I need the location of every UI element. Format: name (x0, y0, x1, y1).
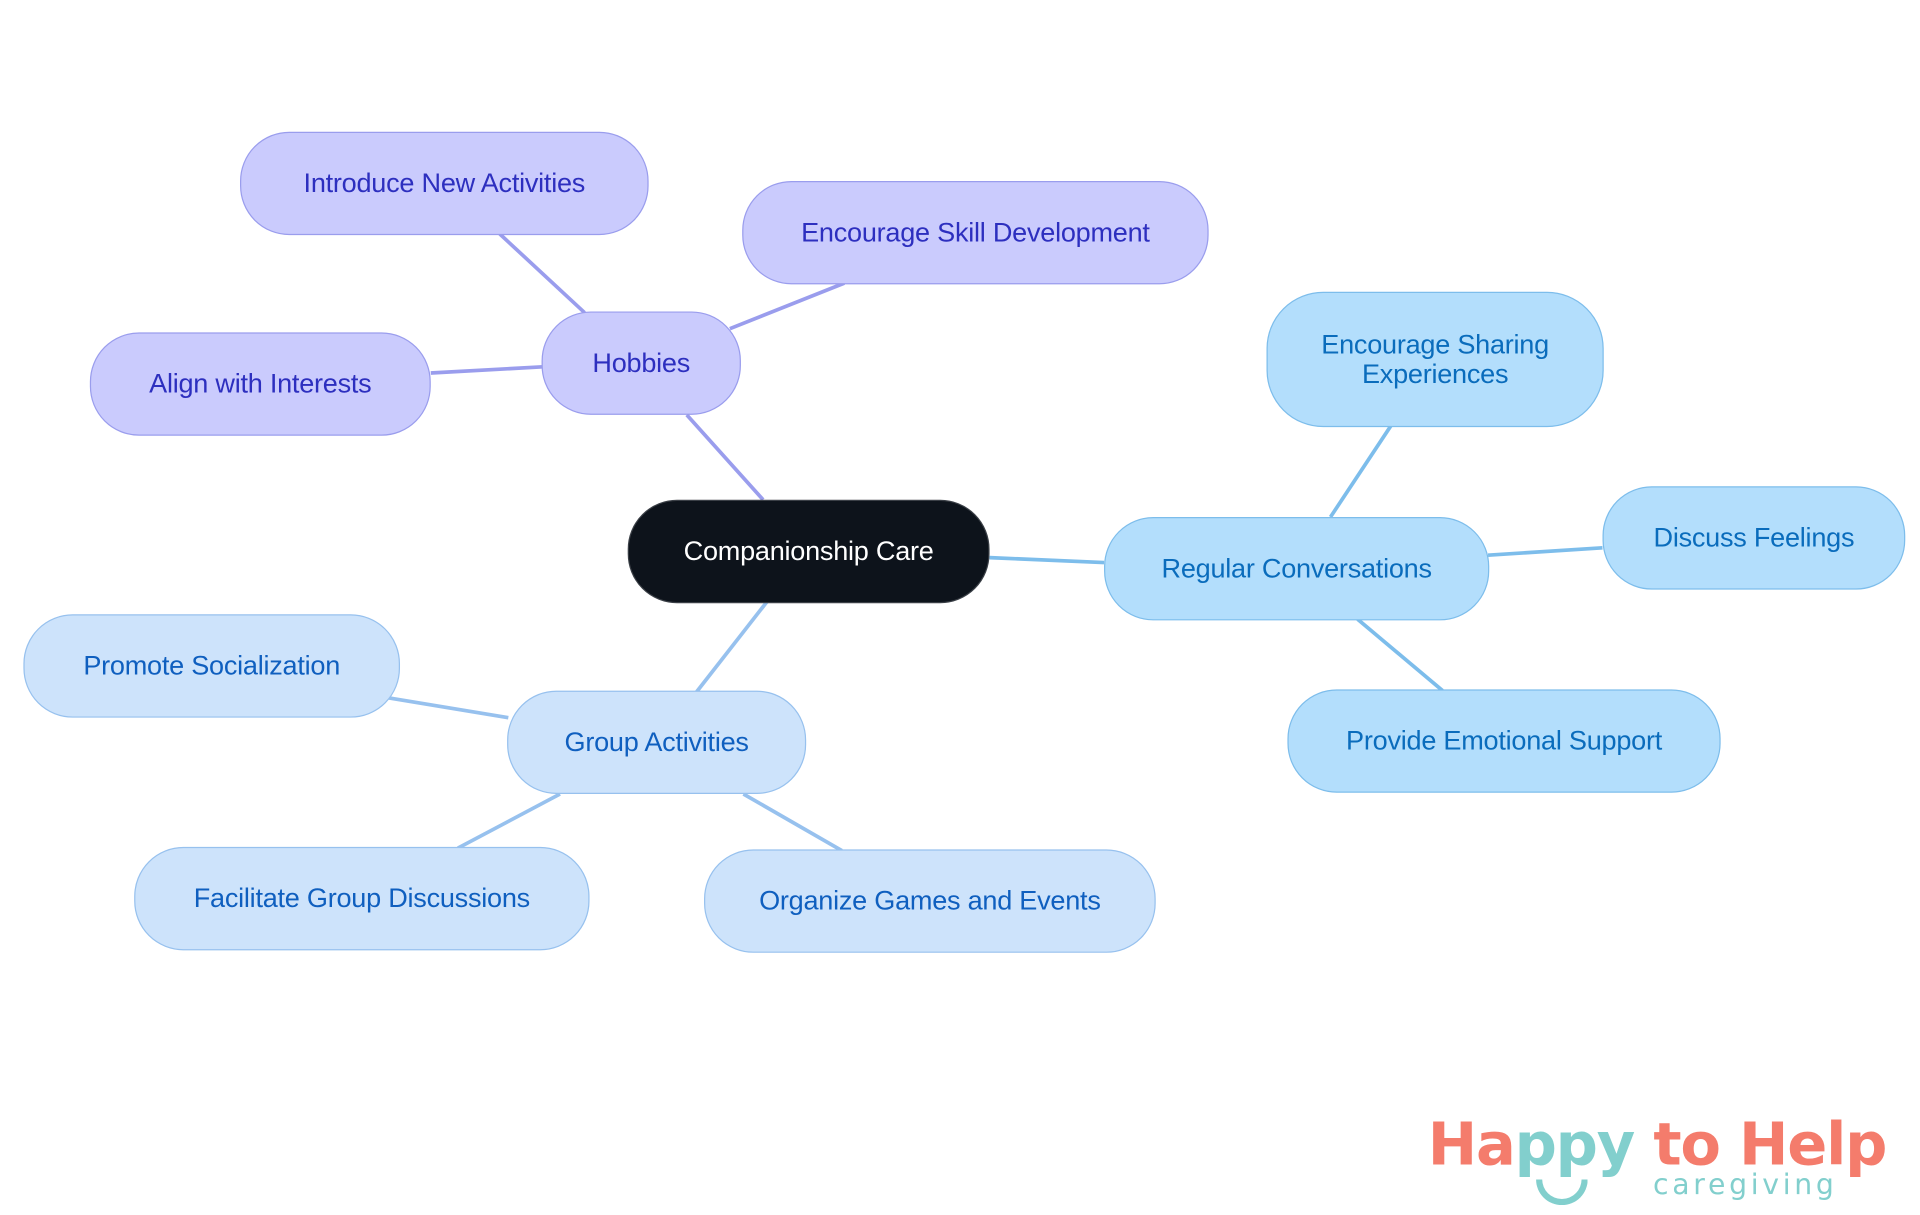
leaf-node-introduce-new-activities[interactable]: Introduce New Activities (240, 131, 649, 236)
leaf-node-encourage-sharing-experiences[interactable]: Encourage Sharing Experiences (1266, 291, 1604, 428)
edge-group-discussions (456, 792, 561, 850)
edge-hobbies-align (430, 364, 543, 375)
edge-root-group-activities (695, 600, 769, 693)
edge-group-socialization (388, 696, 509, 720)
leaf-node-align-with-interests[interactable]: Align with Interests (89, 332, 431, 436)
leaf-node-facilitate-group-discussions[interactable]: Facilitate Group Discussions (134, 846, 590, 951)
leaf-node-provide-emotional-support[interactable]: Provide Emotional Support (1287, 689, 1721, 793)
edge-hobbies-skill (729, 281, 846, 331)
edge-root-hobbies (685, 413, 765, 502)
leaf-node-discuss-feelings[interactable]: Discuss Feelings (1602, 486, 1906, 590)
root-node-companionship-care[interactable]: Companionship Care (627, 499, 990, 604)
edge-root-regular-conversations (989, 555, 1105, 565)
logo-text-to-help: to Help (1633, 1110, 1887, 1180)
smile-icon (1536, 1179, 1588, 1206)
branch-node-regular-conversations[interactable]: Regular Conversations (1104, 517, 1490, 621)
logo-text-ppy: ppy (1514, 1110, 1636, 1180)
leaf-node-promote-socialization[interactable]: Promote Socialization (23, 614, 401, 718)
branch-node-group-activities[interactable]: Group Activities (507, 690, 807, 794)
logo-text-ha: Ha (1427, 1110, 1516, 1180)
edge-hobbies-introduce (498, 232, 586, 315)
happy-to-help-logo: Happy to Help caregiving (1428, 1108, 1896, 1213)
logo-wordmark: Happy to Help (1427, 1108, 1888, 1182)
leaf-node-encourage-skill-development[interactable]: Encourage Skill Development (742, 180, 1209, 285)
edge-conv-feelings (1487, 545, 1603, 558)
logo-subtitle: caregiving (1652, 1169, 1838, 1202)
branch-node-hobbies[interactable]: Hobbies (541, 311, 741, 415)
edge-conv-support (1356, 617, 1444, 693)
leaf-node-organize-games-and-events[interactable]: Organize Games and Events (704, 849, 1156, 953)
edge-conv-sharing (1328, 424, 1393, 519)
edge-group-games (742, 792, 843, 853)
